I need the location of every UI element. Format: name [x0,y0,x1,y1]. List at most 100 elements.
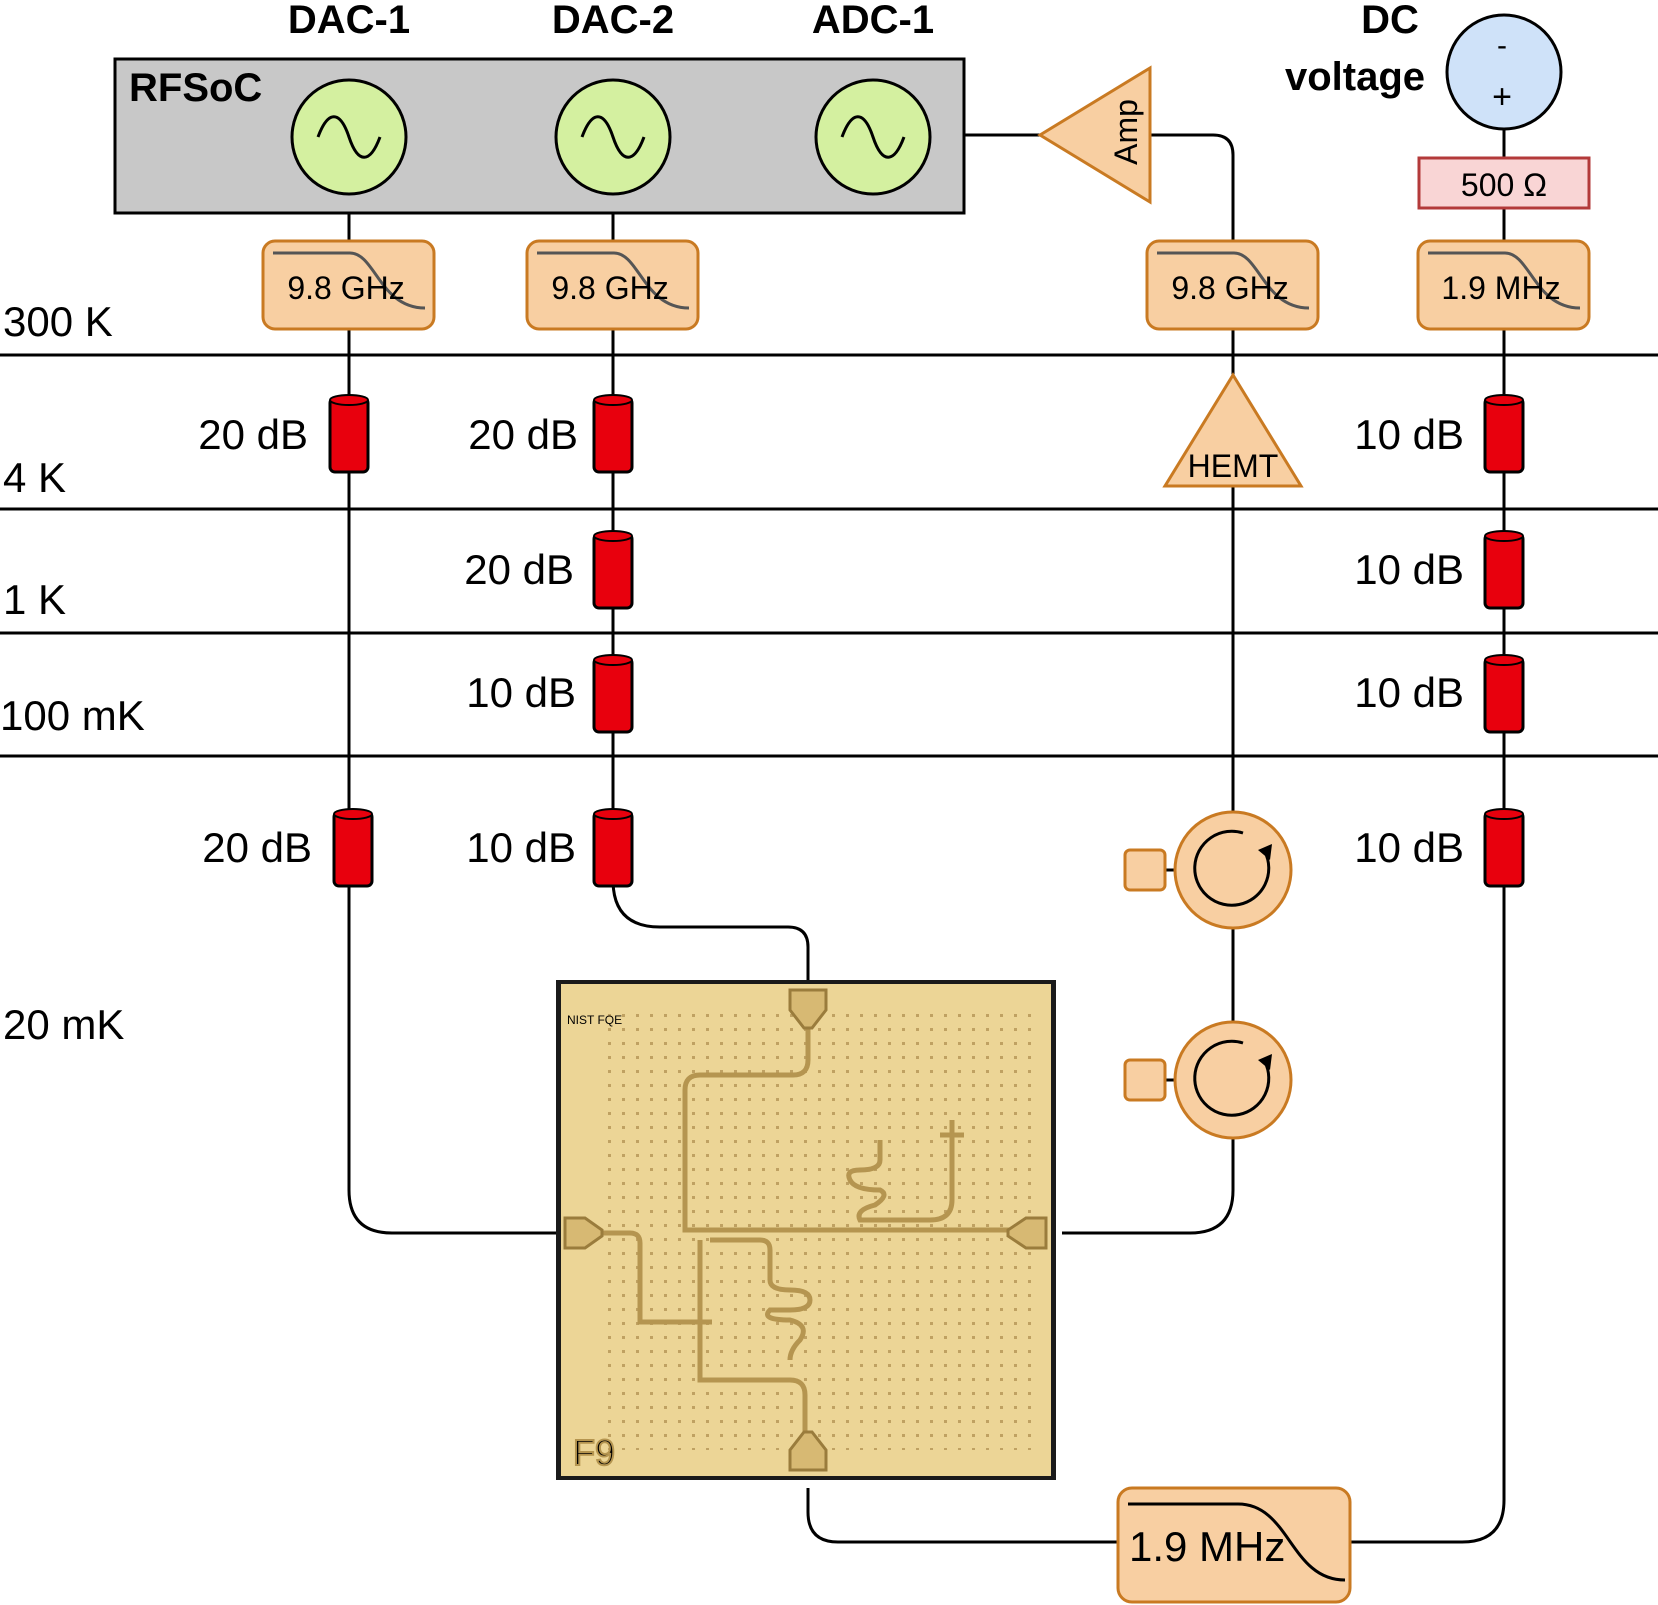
attenuator-label: 10 dB [466,824,576,871]
stage-label-300k: 300 K [3,298,113,345]
stage-label-20mk: 20 mK [3,1001,124,1048]
wire-dc [1350,130,1506,1544]
room-temp-amplifier: Amp [1037,65,1152,205]
wire-dac2 [611,190,810,980]
attenuator-label: 10 dB [1354,669,1464,716]
filter-dac1-label: 9.8 GHz [287,270,404,306]
attenuator-dac1-20mk: 20 dB [202,808,374,888]
circulator-lower [1123,1020,1293,1140]
attenuator-body [1483,810,1525,888]
chip-pad-bottom [788,1430,828,1472]
rfsoc-label: RFSoC [129,66,262,110]
header-dac2: DAC-2 [552,0,674,42]
wire-dac1 [347,190,560,1235]
chip-id: F9 [573,1432,615,1473]
filter-bottom: 1.9 MHz [1116,1486,1352,1604]
lowpass-curve-icon [1157,251,1310,310]
filter-adc1-label: 9.8 GHz [1171,270,1288,306]
amp-triangle [1037,65,1152,205]
attenuator-dac1-4k: 20 dB [198,394,370,474]
attenuator-body [1483,656,1525,734]
lowpass-curve-icon [273,251,426,310]
attenuator-label: 20 dB [198,411,308,458]
sine-wave-icon [840,115,906,159]
sine-wave-icon [580,115,646,159]
chip-pad-top [788,988,828,1030]
filter-box [261,239,436,331]
attenuator-label: 20 dB [202,824,312,871]
circulator-upper [1123,810,1293,930]
circulator-termination [1123,848,1167,892]
lowpass-curve-icon [537,251,690,310]
attenuator-body [328,396,370,474]
dc-voltage-source: - + [1445,13,1563,131]
attenuator-dac2-1k: 20 dB [464,530,634,610]
hemt-label: HEMT [1188,448,1279,484]
attenuator-label: 20 dB [468,411,578,458]
resistor-label: 500 Ω [1461,167,1547,203]
column-headers: DAC-1 DAC-2 ADC-1 DC voltage [288,0,1425,99]
attenuator-label: 20 dB [464,546,574,593]
circulator-arrow-icon [1193,1039,1271,1117]
attenuator-label: 10 dB [466,669,576,716]
filter-dc-label: 1.9 MHz [1441,270,1560,306]
filter-bottom-label: 1.9 MHz [1129,1523,1285,1570]
oscillator-adc1 [814,78,932,196]
attenuator-dac2-20mk: 10 dB [466,808,634,888]
attenuator-dc-1k: 10 dB [1354,530,1525,610]
attenuator-body [592,396,634,474]
chip-pad-left [563,1216,604,1250]
hemt-triangle [1162,372,1304,488]
chip-bond-pads [563,988,1048,1472]
resistor: 500 Ω [1417,156,1591,210]
attenuator-cap [593,808,633,820]
wires [347,130,1506,1544]
chip-label: NIST FQE [567,1013,622,1027]
resistor-rect [1417,156,1591,210]
attenuator-dac2-4k: 20 dB [468,394,634,474]
circulator-arrowhead-icon [1258,844,1272,860]
filter-dac2-label: 9.8 GHz [551,270,668,306]
attenuator-body [1483,532,1525,610]
attenuators: 20 dB 20 dB 10 dB 20 dB 10 dB 10 dB [198,394,1525,888]
stage-label-1k: 1 K [3,576,66,623]
filter-dac1: 9.8 GHz [261,239,436,331]
dc-source-plus: + [1492,78,1512,116]
lowpass-curve-icon [1428,251,1581,310]
attenuator-cap [593,530,633,542]
attenuator-cap [1484,654,1524,666]
filter-box [1416,239,1591,331]
header-dc: DC [1361,0,1419,42]
filter-box [525,239,700,331]
attenuator-cap [333,808,373,820]
attenuator-body [1483,396,1525,474]
attenuator-label: 10 dB [1354,411,1464,458]
circulator-termination [1123,1058,1167,1102]
attenuator-dc-100mk: 10 dB [1354,654,1525,734]
header-adc1: ADC-1 [812,0,934,42]
attenuator-cap [593,394,633,406]
wire-chip-to-filter [806,1488,1118,1544]
lowpass-curve-icon [1128,1502,1346,1582]
filter-box [1116,1486,1352,1604]
filter-box [1145,239,1320,331]
filter-dc: 1.9 MHz [1416,239,1591,331]
attenuator-cap [593,654,633,666]
attenuator-dac2-100mk: 10 dB [466,654,634,734]
attenuator-cap [1484,530,1524,542]
header-dac1: DAC-1 [288,0,410,42]
attenuator-cap [329,394,369,406]
filter-adc1: 9.8 GHz [1145,239,1320,331]
attenuator-body [332,810,374,888]
stage-label-4k: 4 K [3,454,66,501]
dc-source-minus: - [1497,29,1507,62]
wire-amp-to-filter [1150,133,1235,380]
attenuator-cap [1484,394,1524,406]
oscillator-dac2 [554,78,672,196]
chip-pad-right [1006,1216,1048,1250]
circulator-body [1173,1020,1293,1140]
sine-wave-icon [316,115,382,159]
header-voltage: voltage [1285,55,1425,99]
